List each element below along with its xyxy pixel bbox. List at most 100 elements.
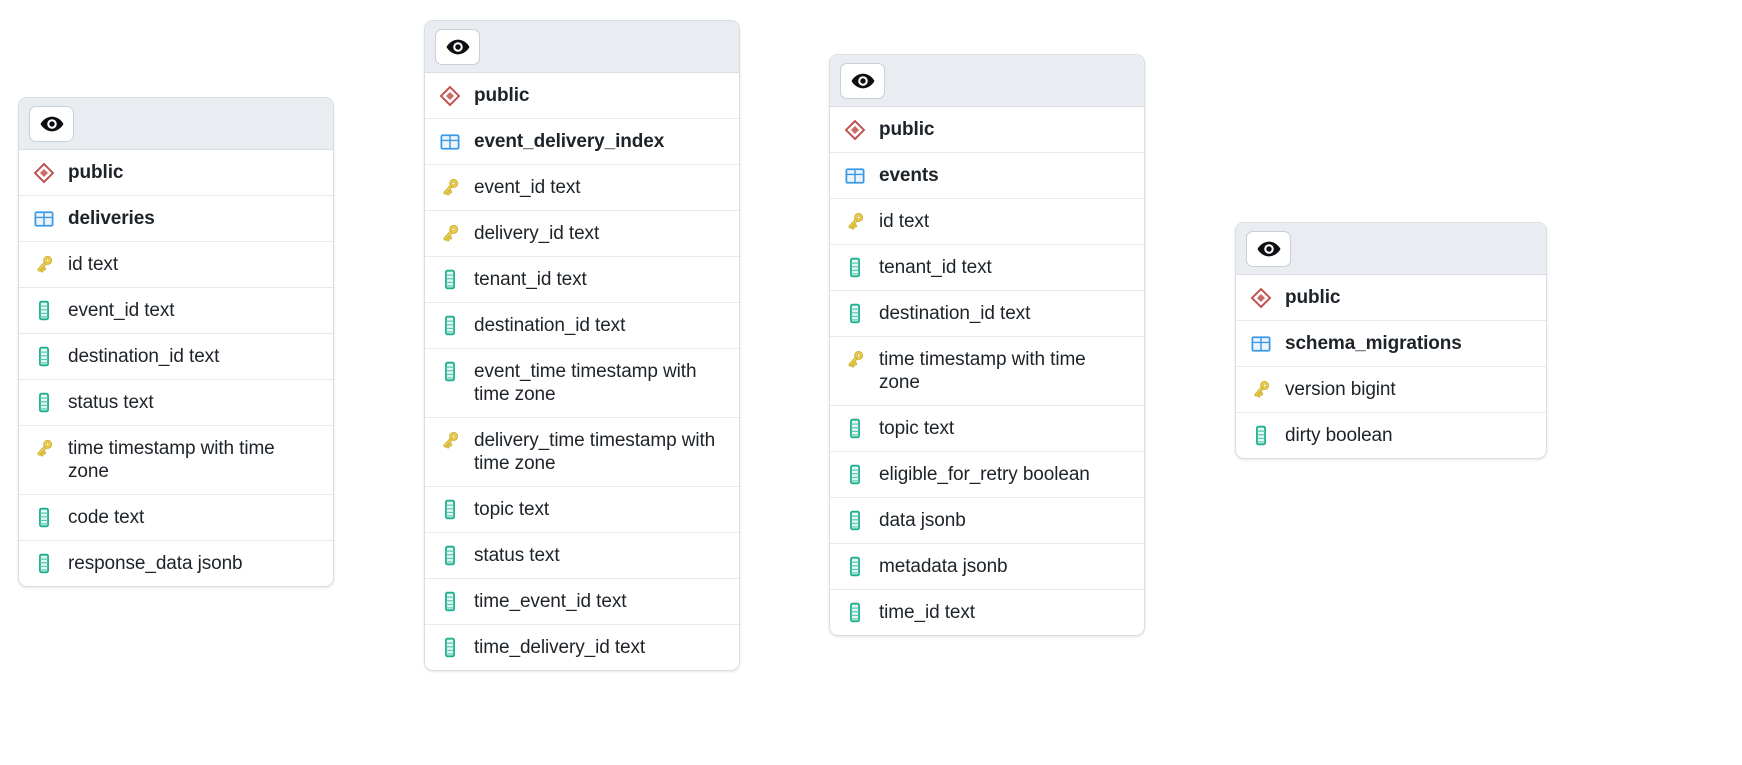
visibility-toggle-button[interactable] <box>840 62 885 99</box>
column-row[interactable]: delivery_time timestamp with time zone <box>425 418 739 487</box>
table-grid-icon <box>1250 332 1272 355</box>
column-row[interactable]: time timestamp with time zone <box>19 426 333 495</box>
table-card: public deliveries id text event_id text dest… <box>18 97 334 587</box>
column-row-label: time_id text <box>879 602 975 623</box>
column-row[interactable]: time timestamp with time zone <box>830 337 1144 406</box>
visibility-toggle-button[interactable] <box>29 105 74 142</box>
column-row[interactable]: data jsonb <box>830 498 1144 544</box>
column-row[interactable]: destination_id text <box>830 291 1144 337</box>
column-icon <box>844 256 866 279</box>
column-row[interactable]: eligible_for_retry boolean <box>830 452 1144 498</box>
table-name-row-label: events <box>879 165 939 186</box>
schema-diamond-icon <box>439 84 461 107</box>
column-row[interactable]: time_delivery_id text <box>425 625 739 670</box>
column-row[interactable]: time_event_id text <box>425 579 739 625</box>
schema-row[interactable]: public <box>19 150 333 196</box>
card-header <box>19 98 333 150</box>
table-name-row-label: schema_migrations <box>1285 333 1462 354</box>
column-row[interactable]: tenant_id text <box>425 257 739 303</box>
column-row-label: event_time timestamp with time zone <box>474 361 697 405</box>
column-row[interactable]: time_id text <box>830 590 1144 635</box>
schema-diamond-icon <box>1250 286 1272 309</box>
column-row[interactable]: event_id text <box>425 165 739 211</box>
table-card: public event_delivery_index event_id text d… <box>424 20 740 671</box>
column-icon <box>844 601 866 624</box>
column-row[interactable]: version bigint <box>1236 367 1546 413</box>
column-icon <box>439 544 461 567</box>
column-row-label: metadata jsonb <box>879 556 1008 577</box>
table-name-row[interactable]: events <box>830 153 1144 199</box>
column-row[interactable]: id text <box>830 199 1144 245</box>
visibility-toggle-button[interactable] <box>1246 230 1291 267</box>
column-row[interactable]: event_id text <box>19 288 333 334</box>
schema-row[interactable]: public <box>830 107 1144 153</box>
column-row[interactable]: topic text <box>425 487 739 533</box>
column-icon <box>439 636 461 659</box>
schema-row[interactable]: public <box>1236 275 1546 321</box>
column-row-label: eligible_for_retry boolean <box>879 464 1090 485</box>
column-icon <box>33 391 55 414</box>
column-row-label: topic text <box>474 499 550 520</box>
column-row[interactable]: dirty boolean <box>1236 413 1546 458</box>
column-row-label: status text <box>68 392 154 413</box>
table-name-row[interactable]: deliveries <box>19 196 333 242</box>
column-row-label: event_id text <box>68 300 175 321</box>
column-icon <box>844 555 866 578</box>
column-icon <box>33 552 55 575</box>
table-name-row-label: event_delivery_index <box>474 131 665 152</box>
column-row[interactable]: status text <box>425 533 739 579</box>
schema-row-label: public <box>1285 287 1341 308</box>
table-card: public events id text tenant_id text destina… <box>829 54 1145 636</box>
column-icon <box>439 590 461 613</box>
column-row-label: time timestamp with time zone <box>68 438 275 482</box>
key-icon <box>439 429 461 452</box>
table-grid-icon <box>439 130 461 153</box>
column-row[interactable]: code text <box>19 495 333 541</box>
column-row[interactable]: response_data jsonb <box>19 541 333 586</box>
schema-row[interactable]: public <box>425 73 739 119</box>
column-row[interactable]: delivery_id text <box>425 211 739 257</box>
column-row[interactable]: id text <box>19 242 333 288</box>
column-row[interactable]: metadata jsonb <box>830 544 1144 590</box>
key-icon <box>439 222 461 245</box>
column-row-label: version bigint <box>1285 379 1396 400</box>
column-row-label: id text <box>879 211 929 232</box>
column-icon <box>439 498 461 521</box>
column-icon <box>1250 424 1272 447</box>
eye-icon <box>1256 236 1282 262</box>
key-icon <box>439 176 461 199</box>
column-row[interactable]: destination_id text <box>425 303 739 349</box>
eye-icon <box>850 68 876 94</box>
table-grid-icon <box>844 164 866 187</box>
column-row-label: code text <box>68 507 145 528</box>
column-row[interactable]: status text <box>19 380 333 426</box>
table-name-row-label: deliveries <box>68 208 155 229</box>
column-icon <box>844 463 866 486</box>
column-row-label: tenant_id text <box>879 257 992 278</box>
schema-row-label: public <box>879 119 935 140</box>
column-row-label: event_id text <box>474 177 581 198</box>
eye-icon <box>445 34 471 60</box>
column-row[interactable]: topic text <box>830 406 1144 452</box>
column-icon <box>33 506 55 529</box>
column-row[interactable]: tenant_id text <box>830 245 1144 291</box>
column-row-label: response_data jsonb <box>68 553 243 574</box>
visibility-toggle-button[interactable] <box>435 28 480 65</box>
column-row[interactable]: destination_id text <box>19 334 333 380</box>
table-name-row[interactable]: schema_migrations <box>1236 321 1546 367</box>
column-row-label: dirty boolean <box>1285 425 1393 446</box>
schema-row-label: public <box>68 162 124 183</box>
column-row-label: time_event_id text <box>474 591 627 612</box>
column-row[interactable]: event_time timestamp with time zone <box>425 349 739 418</box>
column-row-label: tenant_id text <box>474 269 587 290</box>
column-row-label: id text <box>68 254 118 275</box>
table-name-row[interactable]: event_delivery_index <box>425 119 739 165</box>
key-icon <box>844 348 866 371</box>
column-icon <box>844 302 866 325</box>
column-icon <box>844 509 866 532</box>
column-icon <box>439 314 461 337</box>
column-row-label: topic text <box>879 418 955 439</box>
column-row-label: delivery_time timestamp with time zone <box>474 430 716 474</box>
